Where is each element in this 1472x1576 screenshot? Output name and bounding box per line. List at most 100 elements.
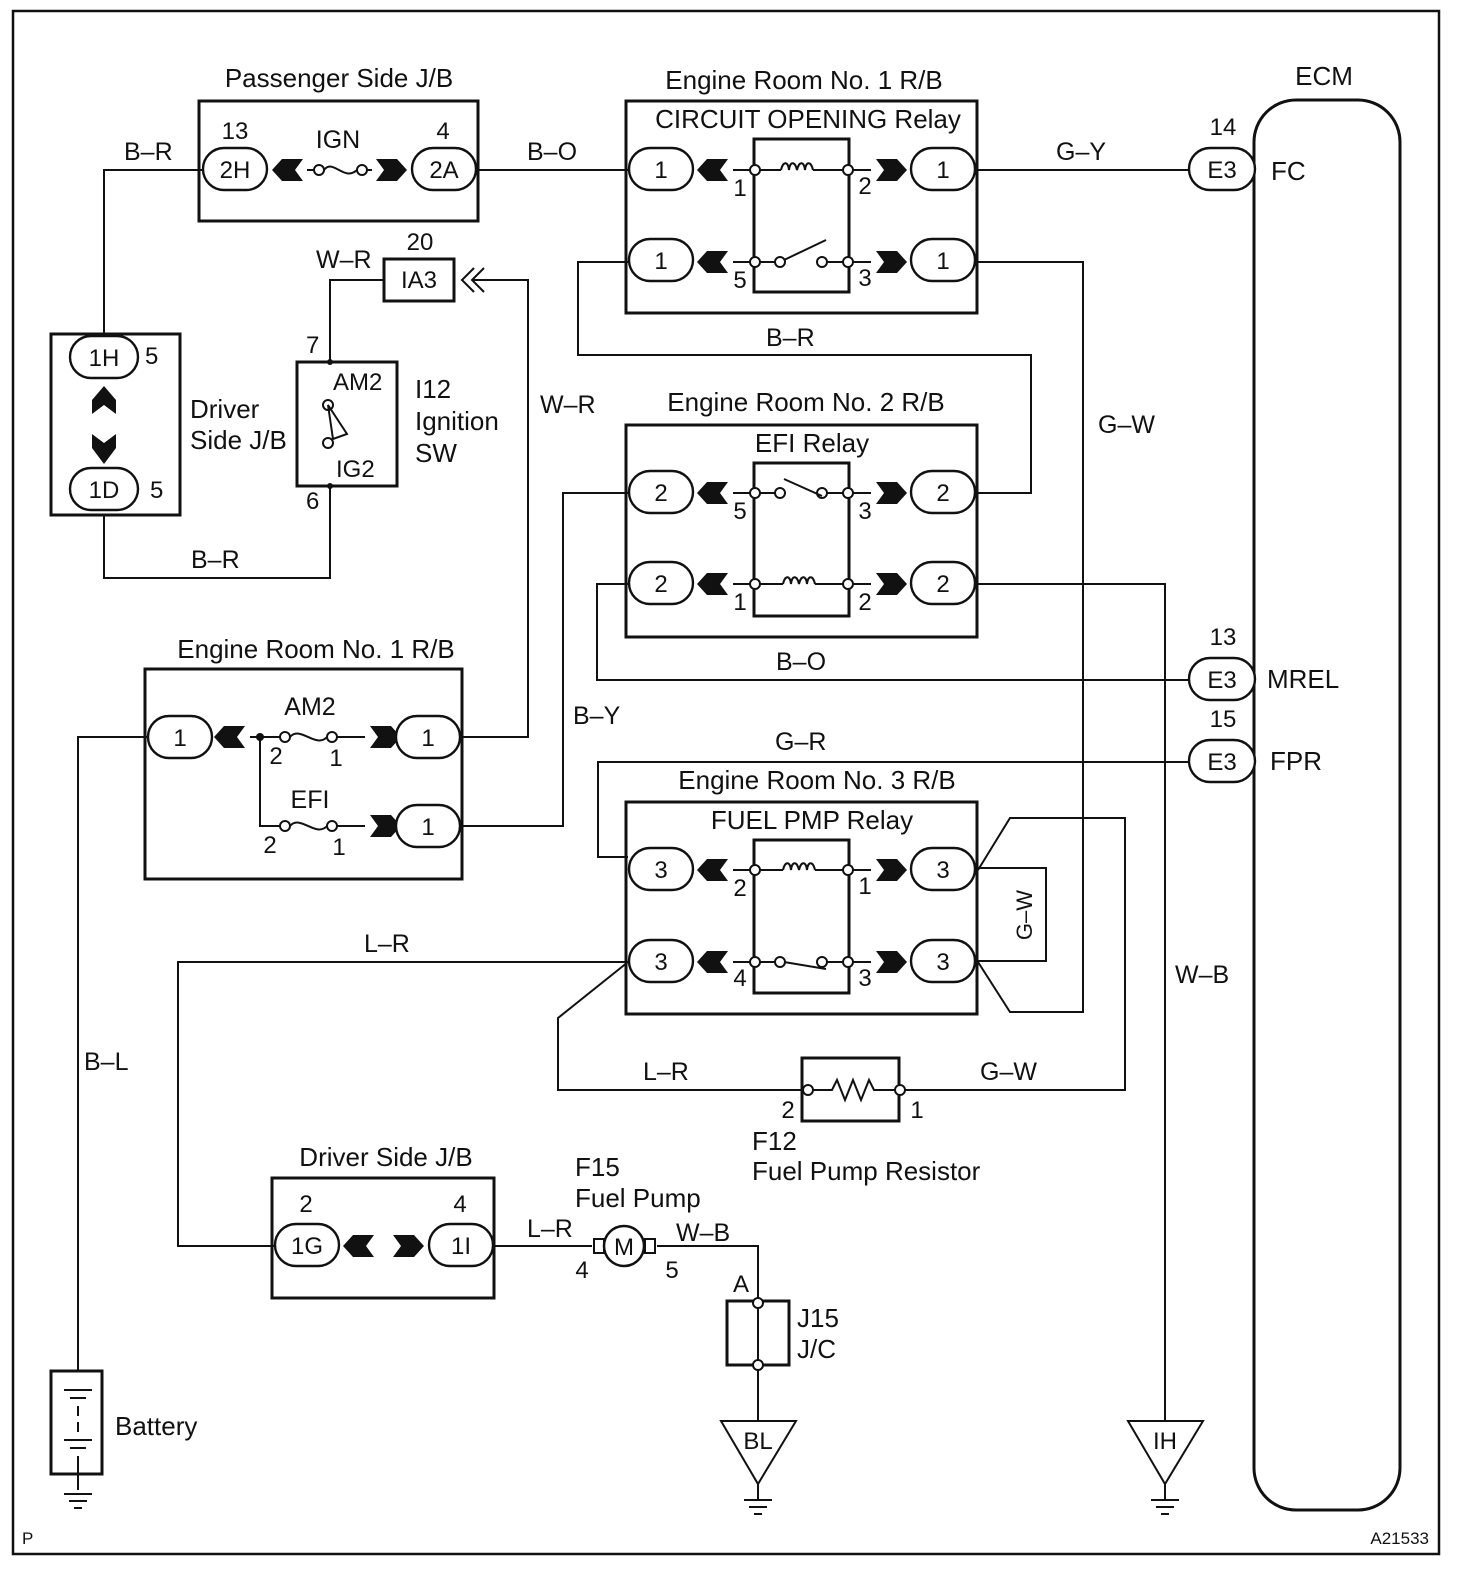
- svg-text:2: 2: [263, 832, 276, 859]
- diagram-frame: [11, 9, 1441, 1556]
- svg-text:4: 4: [575, 1257, 588, 1284]
- svg-text:2: 2: [781, 1097, 794, 1124]
- fuel-pump-name: Fuel Pump: [575, 1183, 701, 1213]
- resistor-id: F12: [752, 1126, 797, 1156]
- svg-text:5: 5: [665, 1257, 678, 1284]
- wire-label-wr-ign: W–R: [316, 246, 372, 274]
- wire-gw-fpr-loop: [978, 867, 1047, 962]
- ignition-switch: 7 6 AM2 IG2 I12 Ignition SW: [295, 332, 499, 515]
- svg-text:1: 1: [421, 814, 434, 841]
- passenger-jb-title: Passenger Side J/B: [225, 63, 453, 93]
- fpr-box-title: Engine Room No. 3 R/B: [678, 765, 955, 795]
- efi-switch-icon: [783, 478, 823, 497]
- ign-sw-id: I12: [415, 374, 451, 404]
- fpr-switch-icon: [783, 961, 827, 970]
- svg-text:4: 4: [733, 965, 746, 992]
- wire-label-bl: B–L: [84, 1048, 129, 1076]
- ground-ih-icon: [1126, 1420, 1205, 1486]
- efi-conn-2b: [909, 469, 977, 515]
- svg-text:2: 2: [269, 743, 282, 770]
- svg-text:3: 3: [858, 965, 871, 992]
- svg-text:14: 14: [1210, 114, 1237, 141]
- ground-bl: BL: [719, 1420, 798, 1515]
- am2-fuse-icon: [289, 732, 328, 742]
- svg-text:1: 1: [421, 725, 434, 752]
- fuse-box-conn-in: [146, 714, 214, 760]
- connector-1d: [68, 466, 140, 512]
- resistor-name: Fuel Pump Resistor: [752, 1156, 981, 1186]
- svg-text:4: 4: [453, 1191, 466, 1218]
- driver-jb-top-title-1: Driver: [190, 394, 260, 424]
- svg-text:3: 3: [654, 949, 667, 976]
- fuse-box-conn-am2: [394, 714, 462, 760]
- svg-text:1: 1: [936, 248, 949, 275]
- connector-2h-label: 2H: [220, 157, 251, 184]
- svg-text:3: 3: [654, 857, 667, 884]
- fuel-pump-id: F15: [575, 1152, 620, 1182]
- wire-label-br-mid: B–R: [766, 324, 815, 352]
- wire-gr-fpr: [597, 761, 1190, 858]
- passenger-jb-pin-left: 13: [222, 118, 249, 145]
- svg-text:13: 13: [1210, 624, 1237, 651]
- svg-text:1: 1: [858, 873, 871, 900]
- fuel-pmp-relay: Engine Room No. 3 R/B FUEL PMP Relay 3 3…: [624, 765, 979, 1016]
- connector-1h-label: 1H: [89, 345, 120, 372]
- wire-br-cor-efi: [577, 261, 1032, 494]
- cor-switch-icon: [783, 239, 827, 261]
- wire-br-1d-ign: [103, 485, 331, 579]
- wire-br-1h-2h: [103, 169, 202, 337]
- fpr-conn-3c: [627, 938, 695, 984]
- svg-text:3: 3: [936, 949, 949, 976]
- connector-1i: [427, 1222, 495, 1268]
- ign-fuse-label: IGN: [316, 126, 360, 154]
- wire-wb-ih: [978, 583, 1166, 1421]
- svg-text:1: 1: [654, 248, 667, 275]
- circuit-opening-relay: Engine Room No. 1 R/B CIRCUIT OPENING Re…: [624, 65, 979, 315]
- svg-text:E3: E3: [1207, 157, 1236, 184]
- wires: [77, 169, 1190, 1500]
- connector-2a: [410, 146, 478, 192]
- cor-box-title: Engine Room No. 1 R/B: [665, 65, 942, 95]
- connector-2h: [201, 146, 269, 192]
- ground-bl-icon: [719, 1420, 798, 1486]
- svg-text:1: 1: [733, 589, 746, 616]
- engine-room-1-fuses: Engine Room No. 1 R/B 1 AM2 2 1 1 EFI 2 …: [143, 634, 464, 881]
- svg-text:1: 1: [733, 175, 746, 202]
- wire-label-br-low: B–R: [191, 546, 240, 574]
- wire-by-efi: [462, 492, 628, 827]
- ign-sw-name-2: SW: [415, 438, 457, 468]
- efi-relay: Engine Room No. 2 R/B EFI Relay 2 2 5 3 …: [624, 387, 979, 639]
- svg-text:2: 2: [733, 875, 746, 902]
- ecm-pin-mrel: MREL: [1267, 664, 1339, 694]
- svg-text:2: 2: [299, 1191, 312, 1218]
- svg-text:5: 5: [733, 267, 746, 294]
- svg-text:15: 15: [1210, 706, 1237, 733]
- cor-conn-1a: [627, 146, 695, 192]
- svg-text:1: 1: [329, 745, 342, 772]
- ecm-pin-fpr: FPR: [1270, 746, 1322, 776]
- ground-ih: IH: [1126, 1420, 1205, 1515]
- efi-fuse-icon: [289, 821, 328, 831]
- ecm-box: [1252, 98, 1402, 1512]
- svg-text:3: 3: [936, 857, 949, 884]
- cor-conn-1b: [909, 146, 977, 192]
- svg-text:E3: E3: [1207, 749, 1236, 776]
- jc-id: J15: [797, 1303, 839, 1333]
- wire-gw-cor-fpr: [977, 261, 1084, 1013]
- wire-label-wb-ih: W–B: [1175, 961, 1229, 989]
- svg-text:2: 2: [936, 571, 949, 598]
- ign-fuse-icon: [323, 165, 358, 175]
- resistor-icon: [813, 1077, 895, 1103]
- connector-2a-label: 2A: [429, 157, 458, 184]
- svg-text:M: M: [614, 1234, 634, 1261]
- ign-sw-name-1: Ignition: [415, 406, 499, 436]
- driver-jb-bottom-title: Driver Side J/B: [299, 1142, 472, 1172]
- driver-jb-top-title-2: Side J/B: [190, 425, 287, 455]
- ecm-pin-fc: FC: [1271, 156, 1306, 186]
- ia3-pin: 20: [407, 229, 434, 256]
- wire-labels: B–R B–O G–Y W–R B–R W–R G–W B–R B–O B–Y …: [84, 138, 1229, 1247]
- wire-label-gy: G–Y: [1056, 138, 1106, 166]
- ign-pin-top: 7: [306, 332, 319, 359]
- junction-connector-j15: A J15 J/C: [725, 1271, 839, 1371]
